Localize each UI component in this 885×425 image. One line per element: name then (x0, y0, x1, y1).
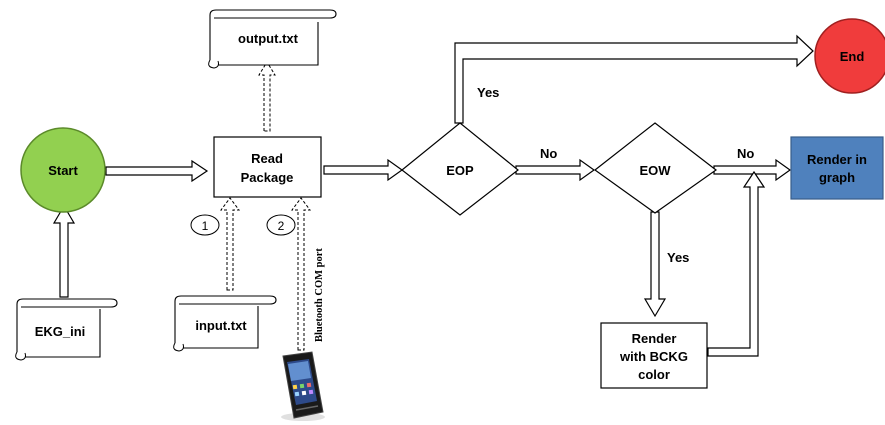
eow-yes-label: Yes (667, 250, 689, 265)
render-bckg-label-1: Render (632, 331, 677, 346)
eop-yes-label: Yes (477, 85, 499, 100)
input-file-node: input.txt (173, 295, 277, 352)
end-label: End (840, 49, 865, 64)
eow-label: EOW (639, 163, 671, 178)
eow-decision: EOW (593, 122, 718, 214)
render-bckg-label-2: with BCKG (619, 349, 688, 364)
ekg-scroll-curl (15, 351, 26, 361)
arrow-eop-to-eow (515, 158, 596, 182)
arrow-input-to-read (220, 197, 240, 291)
render-bckg-label-3: color (638, 367, 670, 382)
step-1-ellipse (190, 214, 220, 236)
arrow-start-to-read (105, 159, 209, 183)
arrow-eop-to-end (454, 34, 814, 124)
step-2-label: 2 (278, 219, 285, 233)
render-graph-label-2: graph (819, 170, 855, 185)
arrow-ekg-to-start (52, 204, 76, 298)
end-circle (814, 18, 885, 94)
render-bckg-box (600, 322, 708, 389)
start-node: Start (20, 127, 106, 213)
eop-label: EOP (446, 163, 474, 178)
step-2-marker: 2 (266, 214, 296, 236)
eop-decision: EOP (401, 122, 519, 216)
output-scroll-curl (208, 59, 219, 69)
start-circle (20, 127, 106, 213)
read-package-label-2: Package (241, 170, 294, 185)
eow-no-label: No (737, 146, 754, 161)
arrow-read-to-eop (323, 158, 404, 182)
eop-no-label: No (540, 146, 557, 161)
read-package-box (213, 136, 322, 198)
end-node: End (814, 18, 885, 94)
arrow-eow-to-graph (713, 158, 792, 182)
render-graph-node: Render in graph (790, 136, 884, 200)
start-label: Start (48, 163, 78, 178)
ekg-file-node: EKG_ini (15, 298, 118, 361)
output-file-label: output.txt (238, 31, 299, 46)
output-file-node: output.txt (208, 9, 337, 69)
ekg-file-label: EKG_ini (35, 324, 86, 339)
render-graph-box (790, 136, 884, 200)
render-graph-label-1: Render in (807, 152, 867, 167)
step-1-marker: 1 (190, 214, 220, 236)
read-package-label-1: Read (251, 151, 283, 166)
phone-icon (281, 351, 325, 421)
arrow-phone-to-read (291, 197, 311, 351)
arrow-read-to-output (258, 61, 276, 132)
arrow-bckg-to-merge (707, 170, 766, 357)
input-file-label: input.txt (195, 318, 247, 333)
step-1-label: 1 (202, 219, 209, 233)
step-2-ellipse (266, 214, 296, 236)
eow-diamond (593, 122, 718, 214)
render-bckg-node: Render with BCKG color (600, 322, 708, 389)
input-scroll-curl (173, 342, 184, 352)
read-package-node: Read Package (213, 136, 322, 198)
bluetooth-label: Bluetooth COM port (314, 248, 325, 342)
eop-diamond (401, 122, 519, 216)
arrow-eow-to-bckg (643, 211, 667, 318)
